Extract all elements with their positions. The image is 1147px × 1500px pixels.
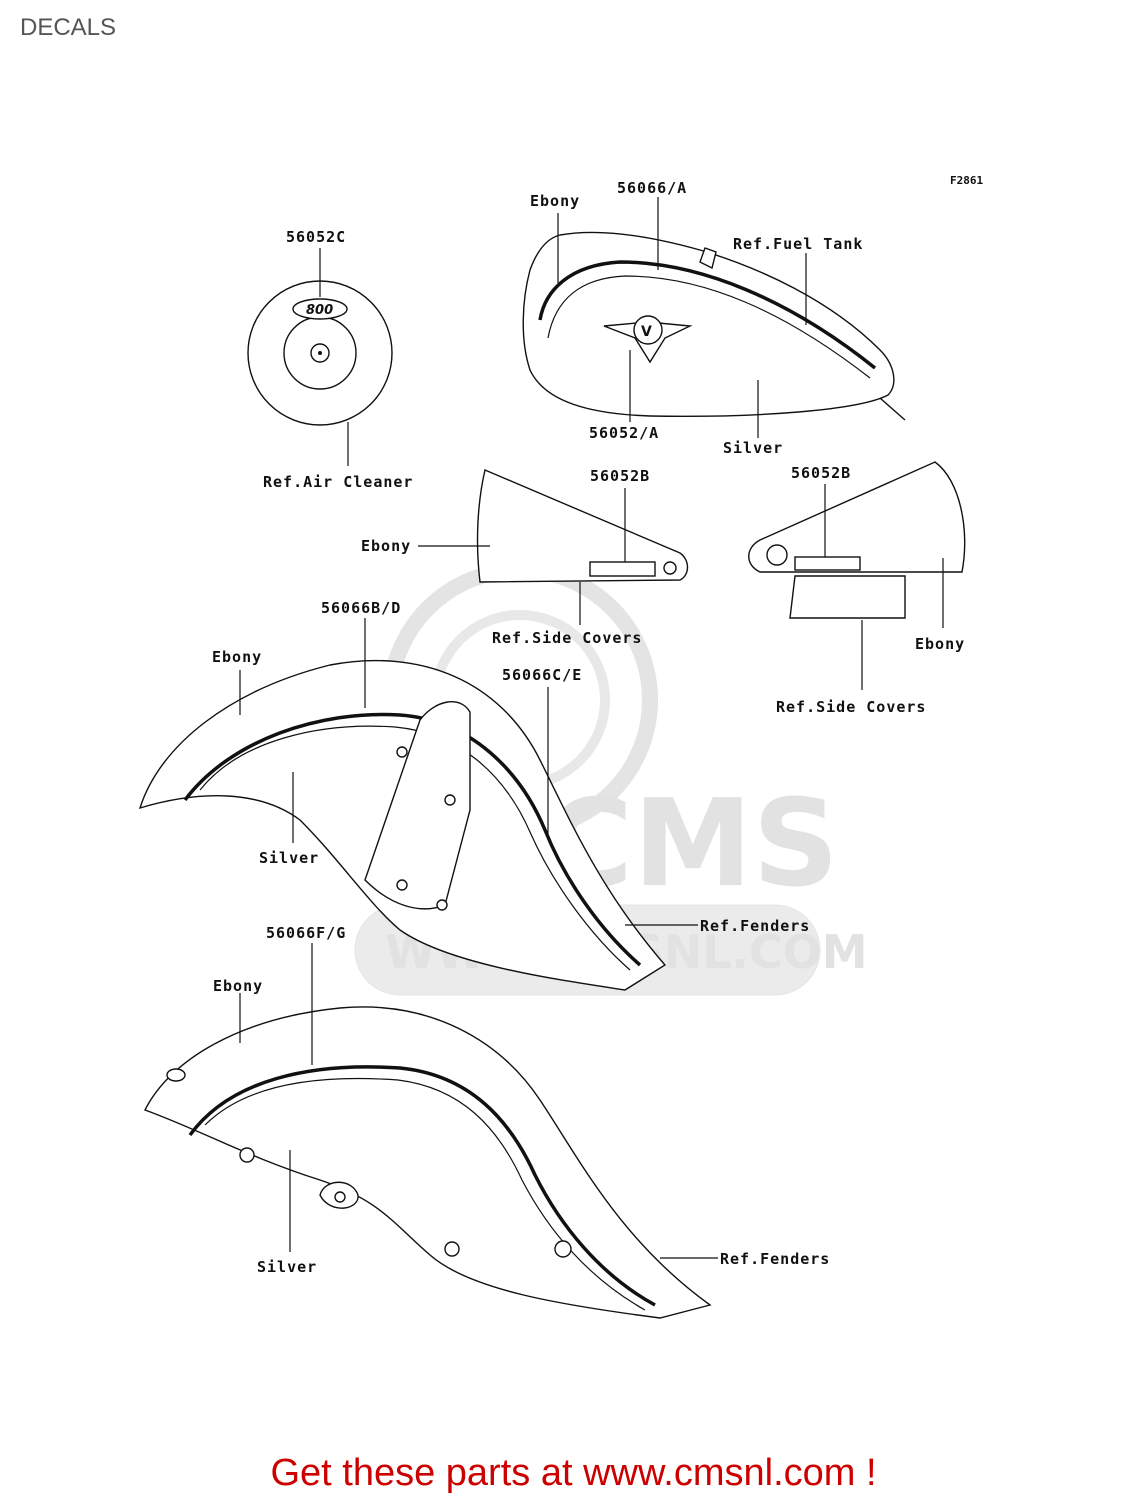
tank-emblem: V — [603, 315, 693, 364]
air-cleaner-ref: Ref.Air Cleaner — [263, 473, 413, 491]
fuel-cap — [699, 247, 717, 270]
left-side-cover-group: 56052B Ebony Ref.Side Covers — [361, 467, 689, 647]
rear-fender-silver-label: Silver — [257, 1258, 317, 1276]
front-fender-part-b: 56066B/D — [321, 599, 401, 617]
tank-ref: Ref.Fuel Tank — [733, 235, 863, 253]
svg-text:V: V — [641, 324, 652, 340]
promo-link[interactable]: Get these parts at www.cmsnl.com ! — [270, 1452, 877, 1494]
right-cover-ref: Ref.Side Covers — [776, 698, 926, 716]
page-title: DECALS — [20, 14, 117, 41]
air-cleaner-part-number: 56052C — [286, 228, 346, 246]
figure-code: F2861 — [950, 174, 983, 187]
left-cover-part-number: 56052B — [590, 467, 650, 485]
left-cover-ref: Ref.Side Covers — [492, 629, 642, 647]
right-cover-emblem — [794, 556, 861, 571]
rear-fender-ebony-label: Ebony — [213, 977, 263, 995]
rear-fender — [144, 1006, 712, 1319]
tank-emblem-part-number: 56052/A — [589, 424, 659, 442]
front-fender-part-c: 56066C/E — [502, 666, 582, 684]
tank-stripe-part-number: 56066/A — [617, 179, 687, 197]
front-fender-ref: Ref.Fenders — [700, 917, 810, 935]
rear-fender-group: Ebony 56066F/G Silver Ref.Fenders — [144, 924, 830, 1319]
air-cleaner-group: 800 56052C Ref.Air Cleaner — [247, 228, 413, 491]
fuel-tank-group: V Ebony 56066/A Ref.Fuel Tank 56052/A Si… — [522, 179, 906, 457]
right-cover-bracket — [789, 575, 906, 619]
tank-silver-label: Silver — [723, 439, 783, 457]
left-cover-ebony-label: Ebony — [361, 537, 411, 555]
front-fender-group: Ebony 56066B/D 56066C/E Silver Ref.Fende… — [138, 599, 810, 991]
front-fender-ebony-label: Ebony — [212, 648, 262, 666]
air-cleaner-emblem-text: 800 — [306, 303, 333, 318]
front-fender-silver-label: Silver — [259, 849, 319, 867]
air-cleaner-emblem — [292, 298, 348, 320]
right-cover-ebony-label: Ebony — [915, 635, 965, 653]
right-side-cover-group: 56052B Ebony Ref.Side Covers — [748, 461, 966, 716]
front-fender-bracket — [364, 701, 471, 910]
tank-ebony-label: Ebony — [530, 192, 580, 210]
rear-fender-ref: Ref.Fenders — [720, 1250, 830, 1268]
fuel-line — [879, 397, 906, 421]
left-cover-emblem — [589, 561, 656, 577]
right-cover-part-number: 56052B — [791, 464, 851, 482]
left-side-cover — [476, 469, 689, 583]
right-side-cover — [748, 461, 966, 573]
rear-fender-part-number: 56066F/G — [266, 924, 346, 942]
